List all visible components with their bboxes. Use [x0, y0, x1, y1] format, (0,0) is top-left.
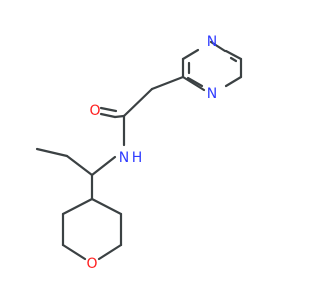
pyrazine-nitrogen-bottom: N: [207, 86, 217, 102]
bond-ch2-ch3: [35, 147, 69, 158]
bond-c7-n8: [224, 75, 243, 88]
bond-n8-c9-inner: [186, 76, 204, 88]
amide-nitrogen: N: [119, 150, 129, 166]
bond-n-ch: [90, 155, 117, 177]
bond-ch2-carbonyl: [113, 114, 126, 119]
molecule-diagram: N N O N H O: [35, 34, 243, 272]
bond-ox-c1-c2: [61, 197, 94, 216]
bond-c5-c6: [224, 49, 243, 61]
carbonyl-oxygen: O: [89, 103, 100, 119]
propanamide-chain: [35, 75, 185, 201]
amide-hydrogen: H: [132, 150, 143, 166]
bond-ch-ch2: [65, 154, 94, 177]
bond-ring-ch2: [150, 75, 185, 91]
bond-n4-c5: [209, 40, 227, 53]
oxane-ring: [61, 197, 123, 261]
bond-carbonyl-double-2: [99, 112, 117, 119]
bond-ox-o-c5: [97, 243, 123, 261]
bond-c1-n4: [181, 48, 200, 61]
bond-c5-c6-inner: [229, 56, 238, 63]
bond-ox-c3-o: [61, 243, 87, 261]
bond-carbonyl-double: [99, 106, 118, 113]
structure-canvas: N N O N H O: [35, 34, 243, 272]
pyrazine-ring: [181, 40, 243, 92]
oxane-oxygen: O: [86, 256, 97, 272]
pyrazine-nitrogen-top: N: [207, 34, 217, 50]
bond-ch2-ch2: [122, 87, 154, 118]
bond-n8-c9: [181, 75, 206, 92]
bond-ox-c6-c1: [90, 197, 123, 216]
